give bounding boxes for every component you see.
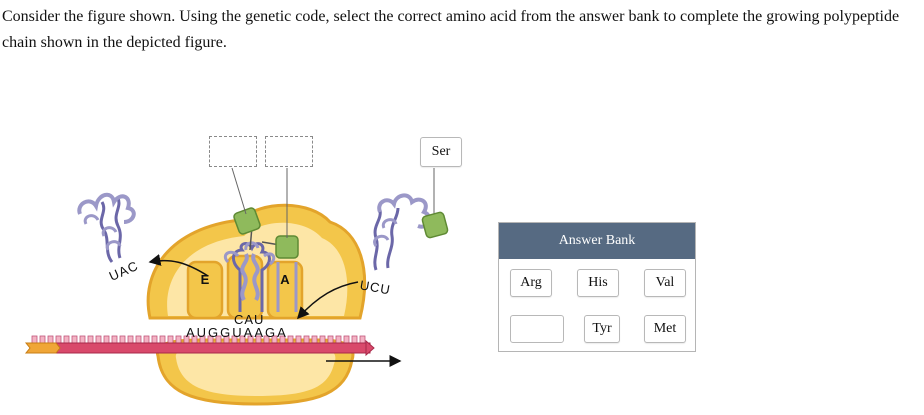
answer-option-met[interactable]: Met bbox=[644, 315, 686, 343]
amino-acid-a bbox=[276, 236, 298, 258]
mrna-nucleotide-tick bbox=[296, 336, 301, 343]
mrna-nucleotide-tick bbox=[56, 336, 61, 343]
mrna-nucleotide-tick bbox=[304, 336, 309, 343]
answer-option-tyr[interactable]: Tyr bbox=[584, 315, 620, 343]
e-site bbox=[188, 262, 222, 318]
answer-option-arg[interactable]: Arg bbox=[510, 269, 552, 297]
mrna-nucleotide-tick bbox=[328, 336, 333, 343]
mrna-nucleotide-tick bbox=[48, 336, 53, 343]
a-site-label: A bbox=[280, 272, 290, 287]
mrna-nucleotide-tick bbox=[152, 336, 157, 343]
mrna-nucleotide-tick bbox=[360, 336, 365, 343]
answer-bank: Answer Bank Arg His Val Tyr Met bbox=[498, 222, 696, 352]
drop-box-e[interactable] bbox=[209, 136, 257, 167]
mrna-nucleotide-tick bbox=[32, 336, 37, 343]
mrna-nucleotide-tick bbox=[144, 336, 149, 343]
pointer-line-1 bbox=[232, 168, 246, 214]
mrna-nucleotide-tick bbox=[112, 336, 117, 343]
mrna-nucleotide-tick bbox=[88, 336, 93, 343]
mrna-nucleotide-tick bbox=[344, 336, 349, 343]
answer-bank-title: Answer Bank bbox=[499, 223, 695, 259]
mrna-nucleotide-tick bbox=[72, 336, 77, 343]
p-site-anticodon: CAU bbox=[234, 312, 264, 327]
mrna-nucleotide-tick bbox=[352, 336, 357, 343]
mrna-nucleotide-tick bbox=[336, 336, 341, 343]
mrna-nucleotide-tick bbox=[168, 336, 173, 343]
ser-label-box: Ser bbox=[420, 137, 462, 167]
mrna-nucleotide-tick bbox=[312, 336, 317, 343]
mrna-nucleotide-tick bbox=[176, 336, 181, 343]
answer-option-his[interactable]: His bbox=[577, 269, 619, 297]
mrna-nucleotide-tick bbox=[120, 336, 125, 343]
mrna-nucleotide-tick bbox=[320, 336, 325, 343]
answer-empty-slot[interactable] bbox=[510, 315, 564, 343]
mrna-nucleotide-tick bbox=[288, 336, 293, 343]
mrna-nucleotide-tick bbox=[80, 336, 85, 343]
trna-exit bbox=[79, 195, 133, 262]
drop-box-p[interactable] bbox=[265, 136, 313, 167]
mrna-nucleotide-tick bbox=[128, 336, 133, 343]
answer-option-val[interactable]: Val bbox=[644, 269, 686, 297]
mrna-nucleotide-tick bbox=[104, 336, 109, 343]
mrna-nucleotide-tick bbox=[136, 336, 141, 343]
trna-incoming bbox=[375, 195, 430, 270]
amino-acid-ser bbox=[422, 212, 449, 239]
mrna-nucleotide-tick bbox=[96, 336, 101, 343]
mrna-sequence: AUGGUAAGA bbox=[186, 325, 288, 340]
mrna-nucleotide-tick bbox=[40, 336, 45, 343]
mrna-nucleotide-tick bbox=[160, 336, 165, 343]
mrna-nucleotide-tick bbox=[64, 336, 69, 343]
